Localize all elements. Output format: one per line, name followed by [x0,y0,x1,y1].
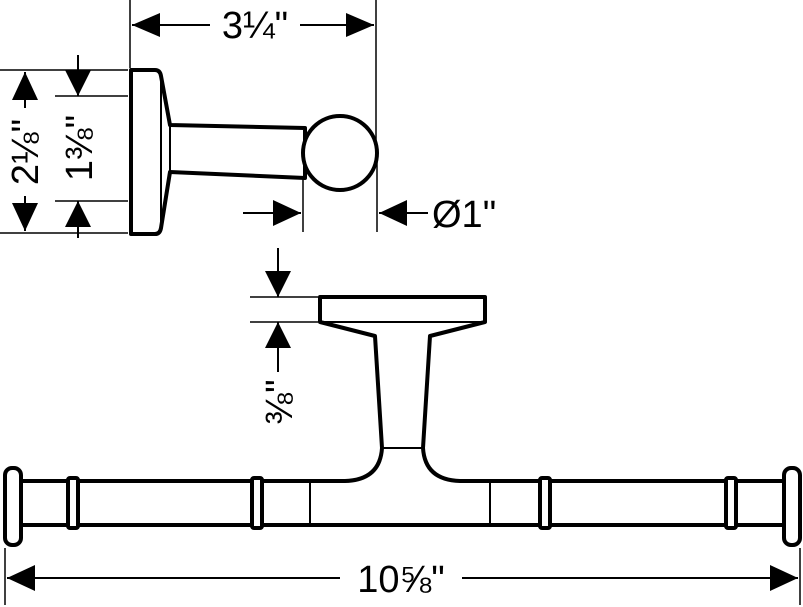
dim-projection-label: 3¼" [222,5,288,47]
dim-projection: 3¼" [129,0,377,150]
dim-backplate-height-label: 2⅛" [5,119,47,185]
dim-backplate-height: 2⅛" [0,69,128,234]
front-view [3,295,802,547]
dim-overall-width-label: 10⅝" [357,559,444,601]
dim-overall-width: 10⅝" [4,548,801,605]
side-bar-section [301,114,379,192]
dim-backplate-depth-label: ⅜" [259,379,301,424]
dim-backplate-depth: ⅜" [250,248,318,425]
dim-arm-height-label: 1⅜" [59,115,101,181]
left-end-cap [3,466,23,547]
side-view [129,68,379,236]
dim-diameter: Ø1" [243,160,496,236]
dim-arm-height: 1⅜" [55,55,128,238]
side-backplate [129,68,307,236]
front-body [16,295,787,527]
right-end-cap [782,466,802,547]
dim-diameter-label: Ø1" [432,194,496,236]
